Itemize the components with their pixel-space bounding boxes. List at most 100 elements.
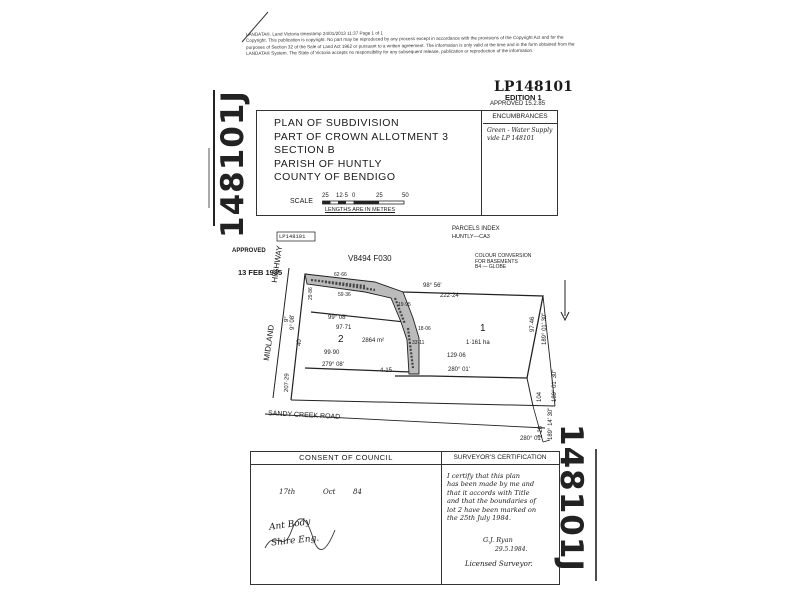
easement-area bbox=[304, 273, 420, 375]
dim-left-bearing: 9° 08' bbox=[290, 314, 296, 330]
dim-west-bearing: 9° bbox=[284, 316, 291, 323]
dim-east-small: 4·15 bbox=[380, 368, 393, 374]
side-bar-marks-bottom bbox=[595, 449, 597, 581]
cert-line: has been made by me and bbox=[447, 480, 535, 489]
parcels-index: PARCELS INDEX bbox=[452, 226, 500, 232]
scan-mark bbox=[241, 11, 269, 43]
consent-surveyor-block: CONSENT OF COUNCIL SURVEYOR'S CERTIFICAT… bbox=[250, 451, 560, 585]
copyright-notice: LANDATA®. Land Victoria timestamp 24/01/… bbox=[246, 28, 606, 57]
scale-tick: 50 bbox=[402, 193, 409, 199]
title-line: PLAN OF SUBDIVISION bbox=[274, 117, 400, 129]
surveyor-certification-text: I certify that this plan has been made b… bbox=[447, 472, 559, 522]
side-bar-marks bbox=[208, 90, 215, 226]
dim-top-bearing: 98° 56' bbox=[423, 283, 442, 289]
consent-heading: CONSENT OF COUNCIL bbox=[299, 453, 393, 462]
lot2-area: 2864 m² bbox=[362, 338, 385, 344]
consent-day: 17th bbox=[279, 488, 296, 496]
dim-chain-e: 33·11 bbox=[412, 340, 425, 346]
title-line: PARISH OF HUNTLY bbox=[274, 157, 382, 170]
dim-west-length: 207·29 bbox=[284, 373, 291, 393]
lengths-note: LENGTHS ARE IN METRES bbox=[325, 207, 395, 213]
north-arrow-head bbox=[560, 311, 570, 322]
encumbrances-text: Green - Water Supply vide LP 148101 bbox=[487, 127, 552, 143]
parcels-index-sub: HUNTLY—CA3 bbox=[452, 234, 490, 240]
consent-header: CONSENT OF COUNCIL bbox=[251, 452, 442, 465]
lot1-area: 1·161 ha bbox=[466, 340, 490, 346]
dim-right-lower-bearing: 189° 01' 30" bbox=[552, 369, 558, 402]
title-divider bbox=[481, 111, 482, 215]
colour-conversion: COLOUR CONVERSION FOR BASEMENTS B4 — GLO… bbox=[475, 253, 532, 271]
dim-lot2-bottom-bearing: 279° 08' bbox=[322, 362, 344, 368]
title-block: PLAN OF SUBDIVISION PART OF CROWN ALLOTM… bbox=[256, 110, 558, 216]
consent-month: Oct bbox=[323, 488, 336, 496]
title-lines: PLAN OF SUBDIVISION PART OF CROWN ALLOTM… bbox=[274, 117, 449, 185]
easement-hatch bbox=[310, 278, 415, 369]
encumbrances-header: ENCUMBRANCES bbox=[483, 111, 557, 124]
corner-line bbox=[532, 405, 544, 443]
block-divider bbox=[441, 452, 442, 584]
colour-line: FOR BASEMENTS bbox=[475, 258, 518, 265]
cert-line: and that the boundaries of bbox=[447, 497, 536, 506]
signature-scribble bbox=[264, 518, 336, 550]
highway-edge-2 bbox=[290, 273, 306, 401]
title-line: SECTION B bbox=[274, 144, 336, 157]
scale-tick: 0 bbox=[352, 193, 356, 199]
cert-line: lot 2 have been marked on bbox=[447, 505, 537, 514]
plan-number: LP148101 bbox=[494, 79, 573, 95]
dim-lot2-top-length: 97·71 bbox=[336, 325, 352, 331]
surveyor-signature: G.J. Ryan bbox=[483, 536, 513, 544]
encumbrance-line: Green - Water Supply bbox=[487, 127, 553, 134]
lot2-number: 2 bbox=[338, 334, 344, 345]
lot1-number: 1 bbox=[480, 323, 486, 334]
encumbrances-heading: ENCUMBRANCES bbox=[492, 113, 548, 120]
dim-lot2-bottom-length: 99·90 bbox=[324, 350, 340, 356]
corner-line bbox=[542, 439, 551, 443]
volume-folio: V8494 F030 bbox=[348, 254, 392, 263]
cert-line: the 25th July 1984. bbox=[447, 514, 511, 523]
plan-drawing bbox=[264, 231, 570, 443]
approved-date: APPROVED 15.2.85 bbox=[490, 101, 546, 107]
scale-tick: 12·5 bbox=[336, 193, 349, 199]
east-boundary bbox=[526, 377, 534, 407]
approved-stamp-label: APPROVED bbox=[232, 248, 266, 254]
dim-right-length: 97·46 bbox=[530, 316, 536, 332]
consent-year: 84 bbox=[353, 488, 362, 496]
title-line: COUNTY OF BENDIGO bbox=[274, 171, 396, 184]
dim-chain-a: 62·66 bbox=[334, 272, 347, 278]
dim-chain-b: 59·36 bbox=[338, 292, 351, 298]
cert-line: I certify that this plan bbox=[447, 472, 521, 480]
dim-lot1-bottom-length: 129·06 bbox=[447, 353, 466, 359]
dim-right-bearing: 189° 01' 30" bbox=[542, 312, 548, 345]
colour-line: COLOUR CONVERSION bbox=[475, 253, 532, 259]
dim-top-length: 222·24 bbox=[440, 293, 459, 299]
lot2-bottom-boundary bbox=[304, 367, 412, 373]
scale-tick: 25 bbox=[376, 193, 383, 199]
dim-chain-d: 18·06 bbox=[418, 326, 431, 332]
scale-tick: 25 bbox=[322, 193, 329, 199]
edition-label: EDITION 1 bbox=[505, 93, 542, 102]
surveyor-header: SURVEYOR'S CERTIFICATION bbox=[441, 452, 559, 465]
sandy-creek-road-north bbox=[290, 399, 556, 407]
surveyor-title: Licensed Surveyor. bbox=[465, 560, 533, 568]
highway-edge-1 bbox=[272, 267, 290, 399]
title-line: PART OF CROWN ALLOTMENT 3 bbox=[274, 130, 449, 143]
dim-bottom-corner: 280° 01' bbox=[520, 436, 542, 442]
dim-right-lower-length: 104 bbox=[537, 391, 543, 402]
east-road-edge bbox=[542, 295, 556, 407]
lp-ref-box bbox=[276, 231, 316, 242]
surveyor-heading: SURVEYOR'S CERTIFICATION bbox=[453, 454, 547, 461]
colour-line: B4 — GLOBE bbox=[475, 264, 507, 270]
lp-ref: LP148101 bbox=[279, 233, 306, 240]
sandy-creek-road-south bbox=[264, 413, 546, 429]
surveyor-signature-date: 29.5.1984. bbox=[495, 546, 528, 553]
dim-lot1-bottom-bearing: 280° 01' bbox=[448, 367, 470, 373]
encumbrance-line: vide LP 148101 bbox=[487, 135, 535, 142]
approved-stamp-date: 13 FEB 1985 bbox=[238, 268, 283, 277]
dim-chain-c: 19·95 bbox=[398, 302, 411, 308]
side-plan-number-bottom: 148101J bbox=[553, 424, 589, 572]
scale-bar bbox=[322, 200, 405, 205]
scale-label: SCALE bbox=[290, 198, 313, 205]
dim-lot2-top-bearing: 99° 08' bbox=[328, 315, 347, 321]
side-plan-number: 148101J bbox=[215, 90, 251, 238]
